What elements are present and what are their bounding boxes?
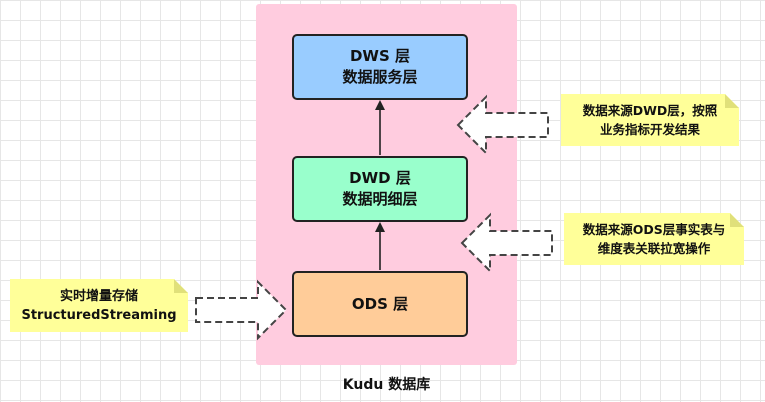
dwd-layer-box[interactable]: DWD 层 数据明细层 — [292, 156, 468, 222]
realtime-ingest-note[interactable]: 实时增量存储 StructuredStreaming — [10, 279, 188, 332]
ods-source-note[interactable]: 数据来源ODS层事实表与 维度表关联拉宽操作 — [564, 213, 744, 265]
dwd-layer-description: 数据明细层 — [342, 190, 418, 208]
ods-source-note-line1: 数据来源ODS层事实表与 — [582, 222, 726, 237]
realtime-note-line2: StructuredStreaming — [21, 307, 177, 323]
dwd-source-note-line2: 业务指标开发结果 — [599, 122, 700, 137]
dwd-note-block-arrow — [456, 94, 549, 156]
ods-layer-name: ODS 层 — [351, 294, 409, 313]
ods-layer-box[interactable]: ODS 层 — [292, 271, 468, 337]
dwd-layer-name: DWD 层 — [349, 169, 411, 187]
realtime-note-block-arrow — [195, 279, 288, 341]
dwd-source-note[interactable]: 数据来源DWD层，按照 业务指标开发结果 — [561, 94, 739, 146]
ods-source-note-line2: 维度表关联拉宽操作 — [597, 241, 711, 256]
realtime-note-line1: 实时增量存储 — [59, 288, 138, 304]
dws-layer-description: 数据服务层 — [342, 68, 418, 86]
dws-layer-box[interactable]: DWS 层 数据服务层 — [292, 34, 468, 100]
ods-note-block-arrow — [460, 212, 553, 274]
dwd-source-note-line1: 数据来源DWD层，按照 — [582, 103, 718, 118]
dws-layer-name: DWS 层 — [349, 47, 411, 65]
kudu-database-caption: Kudu 数据库 — [342, 377, 431, 393]
